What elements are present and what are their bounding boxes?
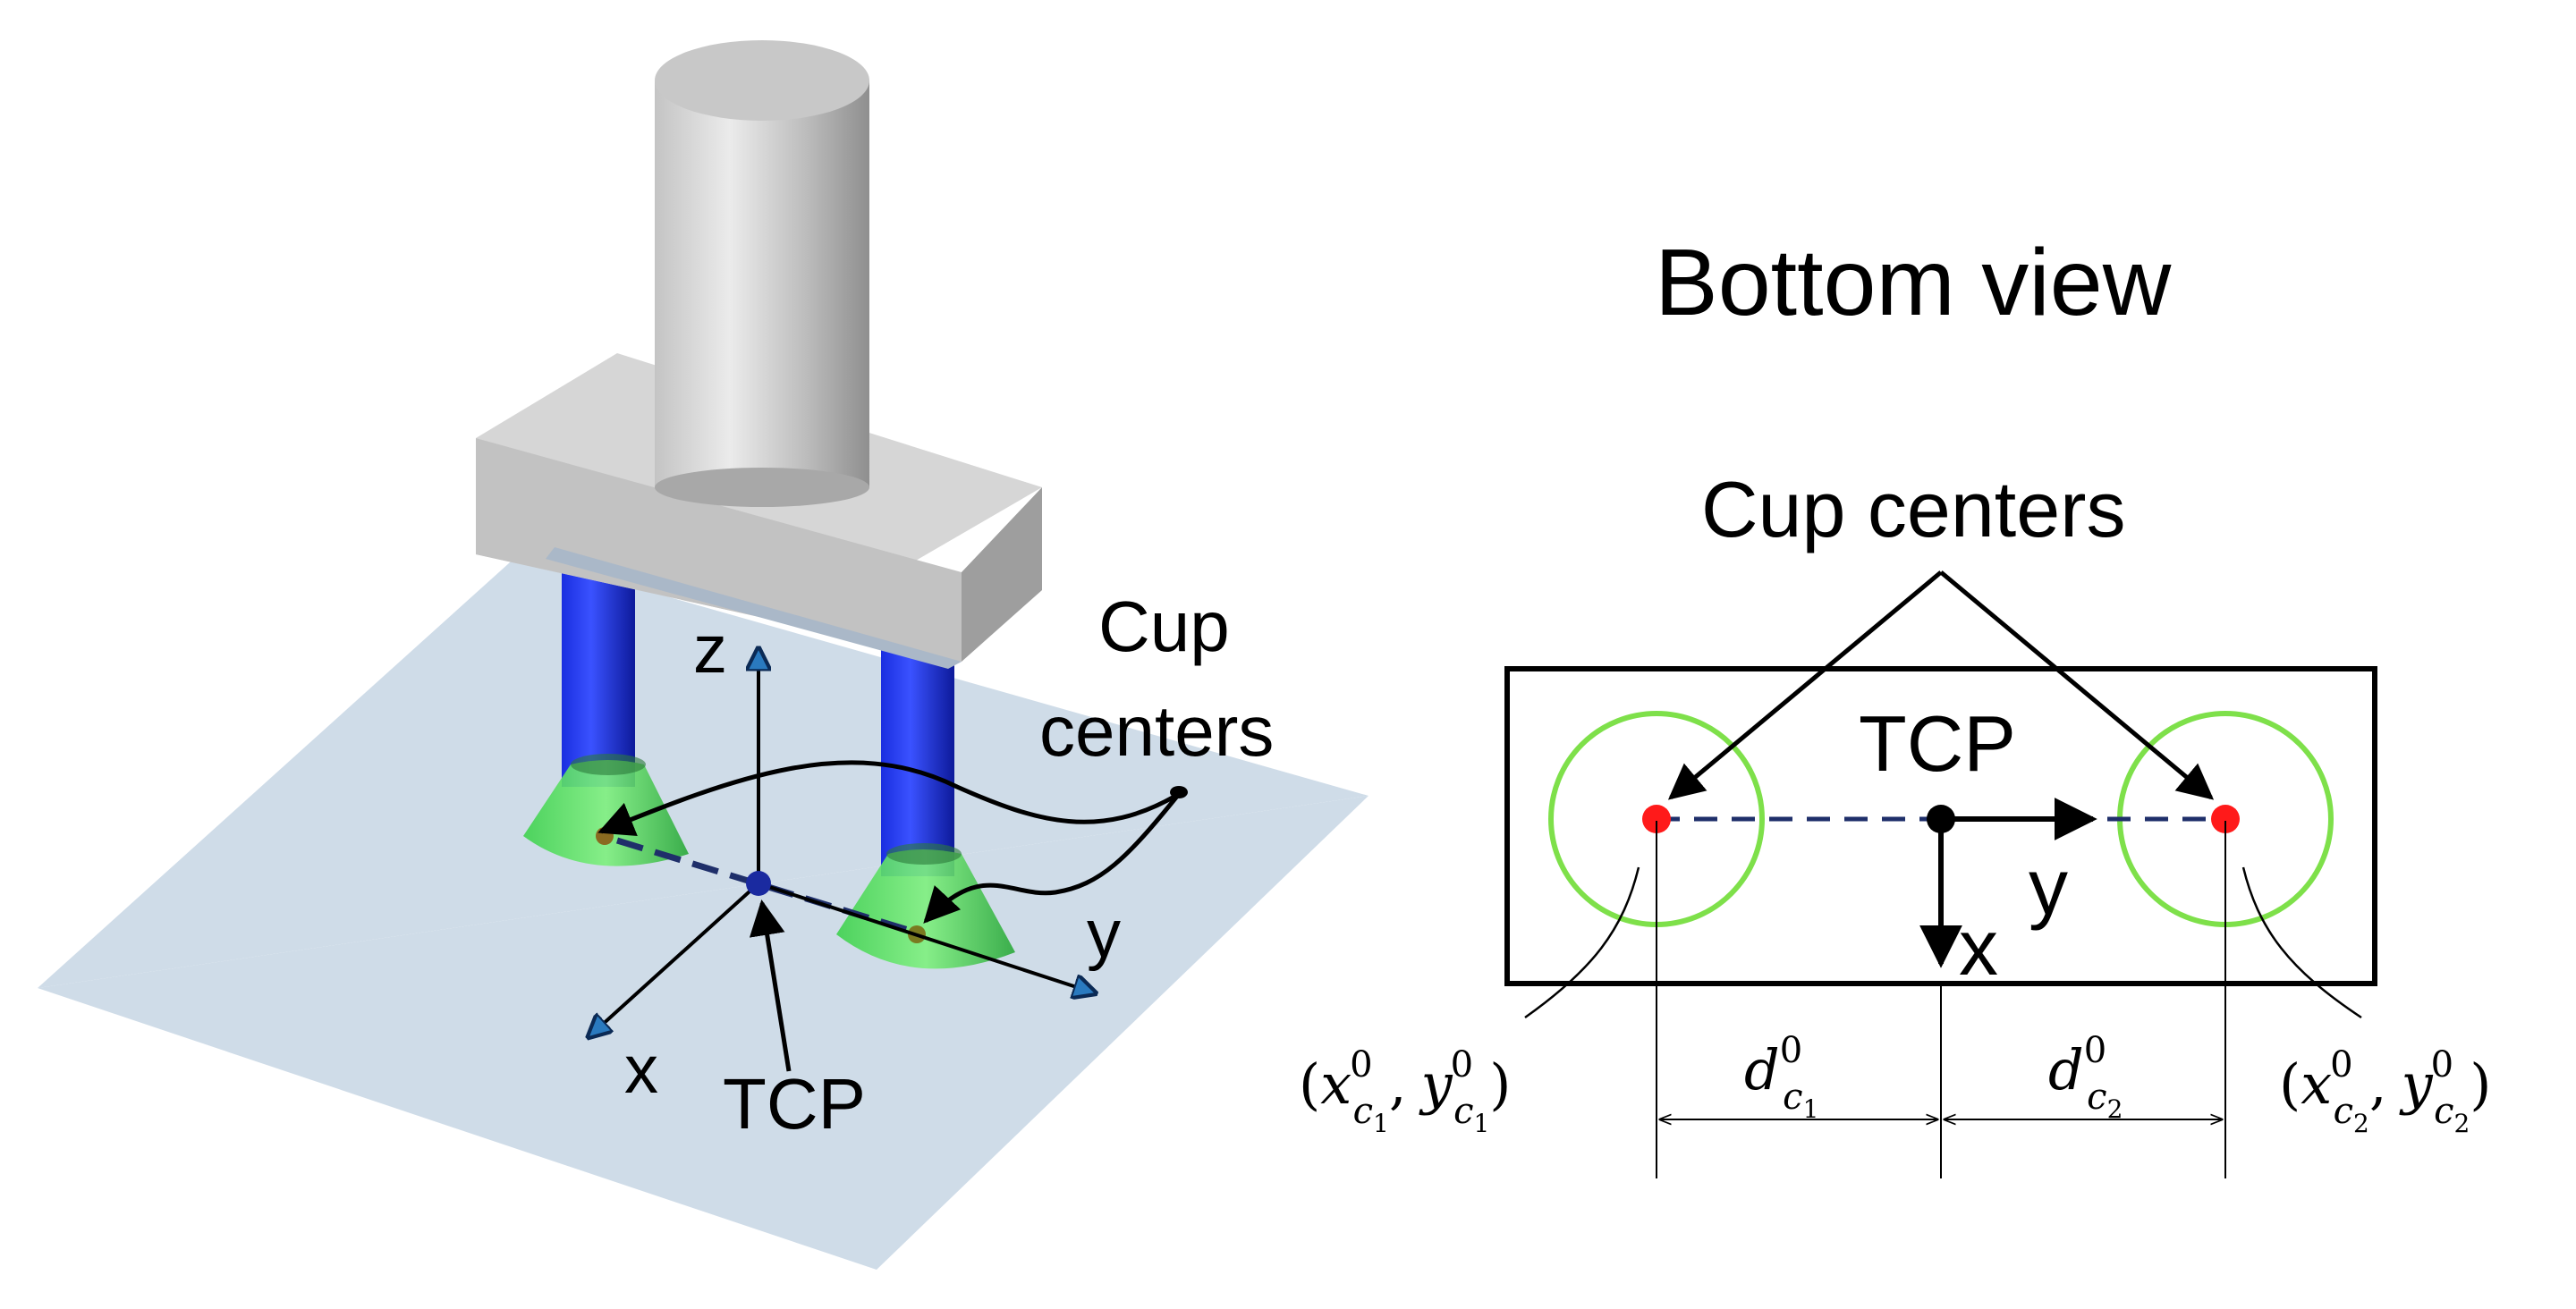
right-coord-leader [2241,866,2362,1019]
tcp-label-bottom: TCP [1859,699,2016,788]
ground-plane-back [38,554,1368,988]
bottom-view-title: Bottom view [1655,230,2172,335]
gripper-block-bottom-edge [546,547,962,669]
left-cup-center [1642,805,1671,833]
cup-centers-label-3d-line1: Cup [1098,587,1230,666]
tcp-dot-3d [746,871,771,896]
x-axis-label-bottom: x [1959,903,1998,992]
bottom-view: Bottom view Cup centers TCP y x [1299,230,2492,1178]
left-cup-top [571,754,646,775]
y-axis-label-bottom: y [2029,842,2068,931]
ground-plane [38,796,1368,1270]
tcp-arrow-3d [749,899,792,1072]
right-post [881,635,954,876]
z-axis-label: z [693,612,727,688]
cup-centers-arrow-to-right [1939,570,2215,800]
cup-centers-arrow-left [597,760,1181,837]
cup-centers-label: Cup centers [1701,465,2125,553]
perspective-view: z x y TCP Cup centers [38,40,1368,1270]
cylinder-bottom [655,468,869,507]
gripper-block-side [962,487,1042,662]
cup-centers-arrow-origin [1170,786,1188,798]
y-axis-label: y [1087,896,1121,972]
x-axis [590,882,760,1035]
tcp-label-3d: TCP [723,1064,866,1144]
right-cup-top [886,843,962,865]
right-cup-center [2211,805,2240,833]
cylinder-body [655,80,869,487]
x-axis-label: x [624,1032,658,1108]
cup-centers-label-3d-line2: centers [1039,691,1274,771]
tcp-dot-bottom [1927,805,1955,833]
y-axis [758,882,1093,992]
cup-centers-arrow-to-left [1667,570,1943,800]
cylinder-top [655,40,869,121]
left-coord-leader [1524,866,1640,1019]
gripper-block-front-face [476,438,962,662]
cup-centers-arrow-right [923,792,1181,924]
